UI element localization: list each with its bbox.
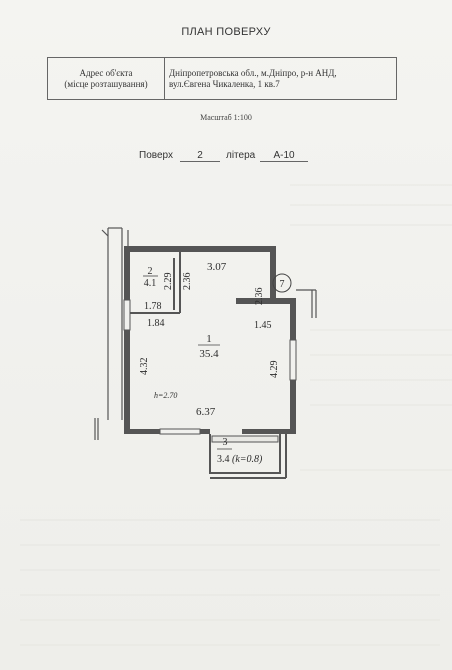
dim-right-height: 4.29 xyxy=(269,361,280,379)
address-table: Адрес об'єкта (місце розташування) Дніпр… xyxy=(47,57,397,100)
address-line2: вул.Євгена Чикаленка, 1 кв.7 xyxy=(169,78,280,89)
dim-room2-height-b: 2.36 xyxy=(182,273,193,291)
room2-partitions xyxy=(130,252,181,314)
address-value-cell: Дніпропетровська обл., м.Дніпро, р-н АНД… xyxy=(164,57,397,100)
apartment-number-circle xyxy=(272,273,292,293)
ceiling-height: h=2.70 xyxy=(154,391,177,400)
left-structure xyxy=(94,227,129,440)
room3-area: 3.4 xyxy=(217,454,230,465)
dim-right-upper: 2.36 xyxy=(254,288,265,306)
letter-value: А-10 xyxy=(260,150,308,162)
dim-room2-height-a: 2.29 xyxy=(163,273,174,291)
room2-area: 4.1 xyxy=(144,278,157,289)
window-marks xyxy=(123,299,297,435)
page-title: ПЛАН ПОВЕРХУ xyxy=(181,26,271,38)
dim-left-height: 4.32 xyxy=(139,358,150,376)
room3-area-line: 3.4 (k=0.8) xyxy=(217,454,263,465)
right-structure xyxy=(296,289,317,318)
apartment-number: 7 xyxy=(280,279,285,290)
background-ruling xyxy=(20,184,452,646)
dim-bottom-width: 6.37 xyxy=(196,406,216,418)
dim-right-step: 1.45 xyxy=(254,320,272,331)
balcony-walls xyxy=(209,434,287,479)
room1-area: 35.4 xyxy=(199,348,219,360)
address-label-line1: Адрес об'єкта xyxy=(79,67,133,78)
floor-info: Поверх 2 літера А-10 xyxy=(0,150,452,166)
scale-text: Масштаб 1:100 xyxy=(200,113,252,122)
floor-label: Поверх xyxy=(139,150,173,161)
address-label-line2: (місце розташування) xyxy=(64,78,148,89)
room2-number: 2 xyxy=(148,266,153,277)
dim-room2-width: 1.78 xyxy=(144,301,162,312)
dim-below-room2: 1.84 xyxy=(147,318,165,329)
room1-number: 1 xyxy=(206,333,212,345)
dim-top-width: 3.07 xyxy=(207,261,227,273)
floor-value: 2 xyxy=(180,150,220,162)
address-line1: Дніпропетровська обл., м.Дніпро, р-н АНД… xyxy=(169,67,337,78)
room3-coefficient: (k=0.8) xyxy=(232,454,263,465)
letter-label: літера xyxy=(226,150,256,161)
room3-number: 3 xyxy=(223,437,228,448)
